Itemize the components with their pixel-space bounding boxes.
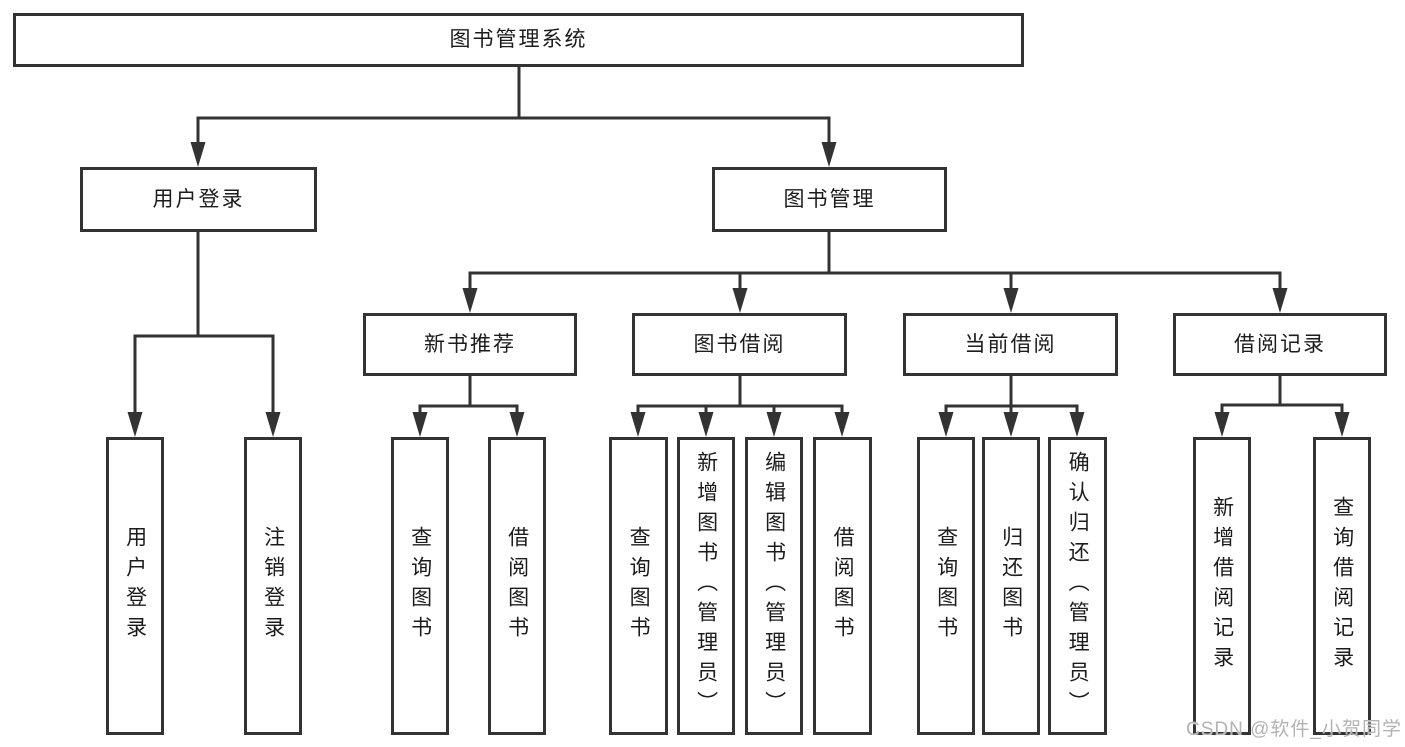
node-add-book-admin: 新增图书（管理员） [677, 437, 735, 735]
node-add-borrow-record: 新增借阅记录 [1193, 437, 1251, 735]
watermark: CSDN @软件_小贺同学 [1186, 719, 1402, 740]
node-borrow-books-leaf: 借阅图书 [813, 437, 872, 735]
node-edit-book-admin: 编辑图书（管理员） [745, 437, 803, 735]
node-borrowing-records: 借阅记录 [1173, 313, 1387, 376]
node-logout-leaf: 注销登录 [244, 437, 302, 735]
node-query-books-recommend: 查询图书 [391, 437, 449, 735]
node-new-book-recommend: 新书推荐 [363, 313, 577, 376]
node-return-books: 归还图书 [982, 437, 1040, 735]
node-borrow-books-recommend: 借阅图书 [488, 437, 546, 735]
node-user-login: 用户登录 [80, 167, 317, 232]
node-current-borrowing: 当前借阅 [903, 313, 1118, 376]
node-query-books-borrowing: 查询图书 [609, 437, 668, 735]
node-query-borrow-record: 查询借阅记录 [1313, 437, 1371, 735]
node-confirm-return-admin: 确认归还（管理员） [1048, 437, 1107, 735]
node-query-books-current: 查询图书 [917, 437, 975, 735]
node-user-login-leaf: 用户登录 [106, 437, 164, 735]
node-book-borrowing: 图书借阅 [632, 313, 847, 376]
node-system: 图书管理系统 [13, 13, 1024, 67]
node-book-management: 图书管理 [712, 167, 947, 232]
